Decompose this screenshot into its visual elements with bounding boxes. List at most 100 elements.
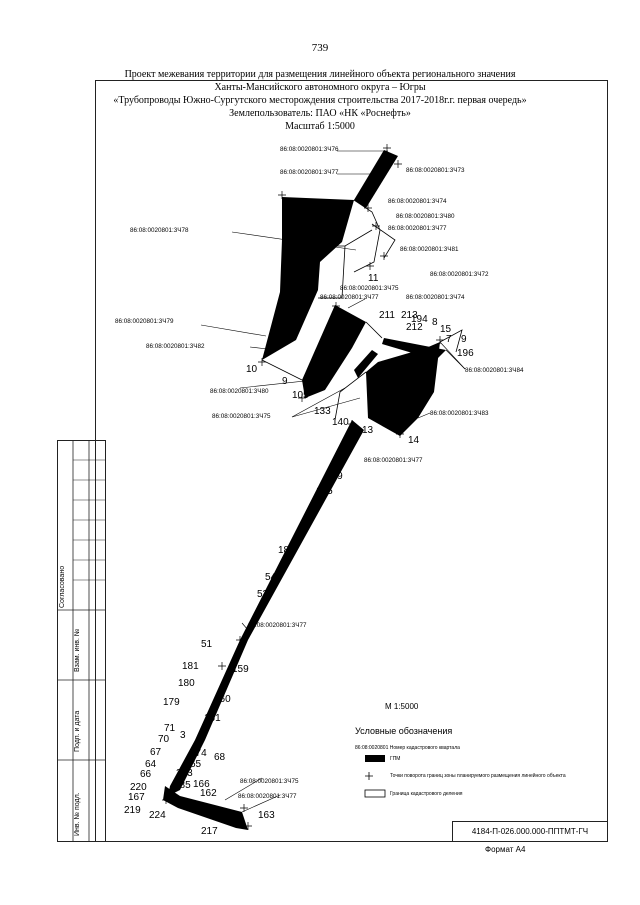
parcel-label-3477-e: 86:08:0020801:3Ч77: [248, 622, 307, 629]
legend-title: Условные обозначения: [355, 726, 453, 736]
parcel-label-3475-c: 86:08:0020801:3Ч75: [240, 778, 299, 785]
point-label-155: 155: [316, 486, 333, 497]
point-label-9-b: 9: [461, 334, 467, 345]
point-label-105: 105: [292, 390, 309, 401]
point-label-71: 71: [164, 723, 176, 734]
point-label-53: 53: [257, 589, 269, 600]
format-label: Формат А4: [485, 845, 526, 854]
legend-row-quarter: 86:08:0020801 Номер кадастрового квартал…: [355, 745, 460, 751]
legend-row-quarter-key: 86:08:0020801: [355, 745, 389, 751]
point-labels: 11 10 9 105 133 140 13 14 211 213 194 8 …: [124, 273, 474, 837]
point-label-220: 220: [130, 782, 147, 793]
corridor-main: [168, 420, 364, 796]
legend-gpm-swatch: [365, 755, 385, 762]
point-label-223: 223: [176, 768, 193, 779]
title-line-2: Ханты-Мансийского автономного округа – Ю…: [214, 82, 426, 93]
drawing-frame: [95, 80, 608, 842]
scale-label: М 1:5000: [385, 702, 419, 711]
drawing-stamp-code: 4184-П-026.000.000-ППТМТ-ГЧ: [452, 821, 608, 842]
parcel-label-3477-d: 86:08:0020801:3Ч77: [364, 457, 423, 464]
point-label-174: 174: [190, 748, 207, 759]
point-label-212: 212: [406, 322, 423, 333]
parcel-label-3483: 86:08:0020801:3Ч83: [430, 410, 489, 417]
point-label-54: 54: [265, 572, 277, 583]
point-label-66: 66: [140, 769, 152, 780]
point-label-64: 64: [145, 759, 157, 770]
turning-point-marks: [162, 144, 444, 830]
legend-row-turning-points-label: Точки поворота границ зоны планируемого …: [390, 773, 566, 779]
legend-row-gpm: ГПМ: [390, 756, 400, 762]
title-line-4: Землепользователь: ПАО «НК «Роснефть»: [229, 108, 411, 119]
parcel-label-3475-b: 86:08:0020801:3Ч75: [212, 413, 271, 420]
point-label-194: 194: [411, 314, 428, 325]
parcel-label-3472: 86:08:0020801:3Ч72: [430, 271, 489, 278]
point-label-219: 219: [124, 805, 141, 816]
point-label-7: 7: [446, 334, 452, 345]
side-table-grid: [57, 440, 106, 842]
parcel-label-3477-b: 86:08:0020801:3Ч77: [388, 225, 447, 232]
point-label-213: 213: [401, 310, 418, 321]
parcel-labels: 86:08:0020801:3Ч76 86:08:0020801:3Ч73 86…: [115, 146, 524, 800]
legend-row-quarter-label: Номер кадастрового квартала: [389, 745, 460, 751]
point-label-8: 8: [432, 317, 438, 328]
point-label-13: 13: [362, 425, 374, 436]
approval-side-table: Согласовано Взам. инв. № Подп. и дата Ин…: [57, 440, 106, 842]
parcel-label-3482: 86:08:0020801:3Ч82: [146, 343, 205, 350]
page-number: 739: [311, 42, 329, 54]
parcel-label-3474-b: 86:08:0020801:3Ч74: [406, 294, 465, 301]
point-label-160: 160: [214, 694, 231, 705]
point-label-67: 67: [150, 747, 162, 758]
point-label-15: 15: [440, 324, 452, 335]
point-label-163: 163: [258, 810, 275, 821]
parcel-strip: [382, 338, 446, 360]
parcel-label-3477-c: 86:08:0020801:3Ч77: [320, 294, 379, 301]
parcel-label-3477-f: 86:08:0020801:3Ч77: [238, 793, 297, 800]
parcel-block-mid: [302, 305, 366, 398]
point-label-140: 140: [332, 417, 349, 428]
point-label-181: 181: [182, 661, 199, 672]
stamp-code-text: 4184-П-026.000.000-ППТМТ-ГЧ: [471, 827, 589, 836]
point-label-65: 65: [190, 759, 202, 770]
point-label-211: 211: [379, 310, 395, 321]
point-label-70: 70: [158, 734, 170, 745]
parcel-label-3479: 86:08:0020801:3Ч79: [115, 318, 174, 325]
point-label-180: 180: [178, 678, 195, 689]
legend-symbols: [364, 755, 386, 798]
parcel-label-3481: 86:08:0020801:3Ч81: [400, 246, 459, 253]
legend-row-gpm-label: ГПМ: [390, 756, 401, 762]
corridor-bottom: [163, 786, 248, 830]
point-label-224: 224: [149, 810, 166, 821]
point-label-51: 51: [201, 639, 213, 650]
point-label-149: 149: [326, 471, 343, 482]
title-line-1: Проект межевания территории для размещен…: [124, 69, 516, 80]
point-label-166: 166: [193, 779, 210, 790]
point-label-167: 167: [128, 792, 145, 803]
parcel-label-3474-a: 86:08:0020801:3Ч74: [388, 198, 447, 205]
point-label-159: 159: [232, 664, 249, 675]
legend-boundary-swatch: [364, 789, 386, 798]
legend-row-boundary: Граница кадастрового деления: [390, 791, 462, 797]
parcel-strip-2: [354, 350, 378, 378]
corridor-top: [354, 150, 398, 208]
point-label-196: 196: [457, 348, 474, 359]
point-label-185: 185: [174, 780, 191, 791]
parcel-block-78: [262, 197, 354, 360]
point-label-133: 133: [314, 406, 331, 417]
parcel-block-83: [366, 342, 440, 436]
legend-row-boundary-label: Граница кадастрового деления: [390, 791, 463, 797]
leader-lines: [200, 150, 466, 813]
point-label-11: 11: [368, 273, 379, 284]
title-block: Проект межевания территории для размещен…: [60, 68, 580, 133]
parcel-label-3480-b: 86:08:0020801:3Ч80: [210, 388, 269, 395]
point-label-179: 179: [163, 697, 180, 708]
point-label-14: 14: [408, 435, 420, 446]
parcel-label-3473: 86:08:0020801:3Ч73: [406, 167, 465, 174]
parcel-label-3484: 86:08:0020801:3Ч84: [465, 367, 524, 374]
point-label-3: 3: [180, 730, 186, 741]
point-label-162: 162: [200, 788, 217, 799]
parcel-label-3475-a: 86:08:0020801:3Ч75: [340, 285, 399, 292]
legend-row-turning-points: Точки поворота границ зоны планируемого …: [390, 773, 566, 779]
point-label-10: 10: [246, 364, 258, 375]
point-label-217: 217: [201, 826, 218, 837]
